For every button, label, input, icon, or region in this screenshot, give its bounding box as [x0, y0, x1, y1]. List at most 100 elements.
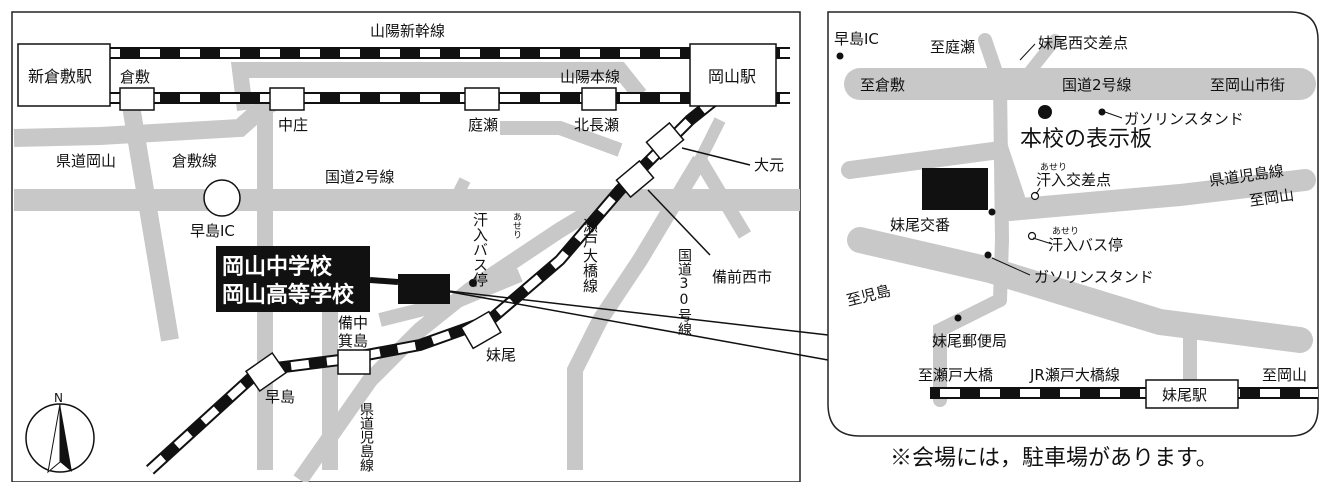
left-map: 山陽新幹線 新倉敷駅 岡山駅 倉敷 中庄 庭瀬 山陽本線 北長瀬 県道岡山 倉敷… [11, 11, 829, 482]
station-kitanagase [581, 87, 617, 111]
inset-label-gas2: ガソリンスタンド [1034, 268, 1154, 286]
inset-label-sign: 本校の表示板 [1020, 127, 1152, 152]
label-sanyo: 山陽本線 [560, 68, 620, 86]
inset-road-kojima [847, 227, 1313, 353]
parking-note: ※会場には，駐車場があります。 [890, 446, 1218, 471]
station-kurashiki [119, 87, 155, 111]
station-bizen-nishiichi [615, 159, 655, 199]
label-kendo-kojima: 県道児島線 [358, 402, 374, 472]
station-seno [460, 310, 502, 350]
inset-label-route2: 国道2号線 [1062, 76, 1132, 94]
school-block [398, 274, 450, 304]
inset-label-koban: 妹尾交番 [890, 216, 950, 234]
leader-seo-nishi [1019, 43, 1036, 61]
inset-label-okayama-city: 至岡山市街 [1210, 76, 1285, 94]
leader-crossing [1035, 187, 1041, 195]
inset-ase-crossing-marker [1030, 191, 1040, 201]
inset-road-post [933, 293, 1007, 407]
label-nakasho: 中庄 [278, 116, 308, 134]
inset-label-to-okayama2: 至岡山 [1262, 366, 1307, 384]
station-niwase [464, 87, 500, 111]
inset-label-kurashiki: 至倉敷 [860, 76, 905, 94]
inset-label-ase-ruby: あせり [1040, 162, 1067, 173]
inset-label-ic: 早島IC [834, 30, 879, 48]
school-pointer [369, 277, 399, 285]
label-bus-stop: 汗入バス停 [471, 212, 489, 287]
label-hayashima: 早島 [265, 388, 295, 406]
label-kitanagase: 北長瀬 [574, 116, 619, 134]
label-bizen-nishiichi: 備前西市 [712, 268, 772, 286]
stations [17, 43, 777, 393]
leader-gas1 [1104, 111, 1123, 119]
inset-label-jr-seto: JR瀬戸大橋線 [1029, 366, 1120, 384]
label-route2: 国道2号線 [325, 168, 395, 186]
leader-bus [1032, 237, 1053, 245]
label-seno: 妹尾 [486, 346, 516, 364]
label-hayashima-ic: 早島IC [190, 222, 235, 240]
station-omoto [645, 121, 685, 161]
school-label-box [216, 246, 370, 312]
label-mishima: 箕島 [338, 332, 368, 350]
label-shinkurashiki: 新倉敷駅 [28, 67, 92, 86]
inset-ic-dot [836, 52, 844, 60]
inset-leaders [991, 43, 1123, 276]
road-north-loop [230, 62, 647, 111]
inset-road-west [841, 140, 1029, 219]
compass-needle-right [60, 404, 72, 472]
road-kendo-kojima [293, 193, 615, 482]
label-bicchu: 備中 [338, 314, 368, 332]
label-kendo-okayama: 県道岡山 [56, 152, 116, 170]
road-route30 [567, 155, 707, 470]
label-shinkansen: 山陽新幹線 [370, 22, 445, 40]
label-niwase: 庭瀬 [468, 116, 498, 134]
label-kurashiki-line: 倉敷線 [172, 152, 217, 170]
callout-line-1 [439, 289, 829, 361]
inset-label-seo-nishi: 妹尾西交差点 [1038, 34, 1128, 52]
label-okayama: 岡山駅 [708, 67, 756, 86]
inset-label-niwase: 至庭瀬 [930, 38, 975, 56]
inset-gas1-dot [1098, 108, 1106, 116]
label-route30: 国道30号線 [676, 248, 692, 336]
road-east [693, 156, 752, 239]
school-name-line1: 岡山中学校 [222, 254, 333, 280]
hayashima-ic-marker [203, 179, 241, 217]
inset-label-ase-crossing: 汗入交差点 [1036, 171, 1111, 189]
station-shinkurashiki [17, 43, 111, 107]
inset-label-ase-bus: 汗入バス停 [1048, 236, 1123, 254]
inset-label-seno-station: 妹尾駅 [1162, 386, 1207, 404]
station-okayama [689, 43, 777, 107]
road-kurashiki-line [121, 98, 179, 342]
inset-label-ase-bus-ruby: あせり [1052, 226, 1079, 237]
bizen-leader [647, 189, 711, 256]
inset-road-kendo-kojima [999, 169, 1316, 221]
station-bicchu-mishima [337, 349, 371, 375]
label-seto-line: 瀬戸大橋線 [581, 218, 599, 293]
inset-roads [841, 33, 1316, 407]
label-kurashiki: 倉敷 [120, 68, 150, 86]
compass [25, 403, 95, 474]
inset-road-seo-nishi [1014, 34, 1061, 90]
inset-school-block [922, 168, 988, 210]
station-nakasho [269, 87, 305, 111]
compass-label: N [54, 391, 63, 405]
inset-label-to-seto: 至瀬戸大橋 [918, 366, 993, 384]
inset-label-gas1: ガソリンスタンド [1124, 110, 1244, 128]
inset-koban-dot [988, 208, 996, 216]
omoto-leader [681, 147, 751, 166]
leader-gas2 [991, 257, 1031, 276]
station-hayashima [244, 351, 288, 393]
road-bus-access [449, 177, 471, 203]
inset-sign-dot [1038, 105, 1052, 119]
inset-map: 早島IC 至庭瀬 妹尾西交差点 至倉敷 国道2号線 至岡山市街 ガソリンスタンド… [827, 11, 1319, 437]
inset-label-post: 妹尾郵便局 [932, 332, 1007, 350]
callout-line-2 [439, 289, 829, 336]
school-name-line2: 岡山高等学校 [222, 282, 355, 308]
bus-stop-marker [469, 279, 477, 287]
label-omoto: 大元 [754, 156, 784, 174]
inset-station-seno [1145, 379, 1239, 409]
road-niwase-connector [500, 121, 623, 157]
inset-gas2-dot [984, 251, 992, 259]
inset-post-dot [954, 314, 962, 322]
